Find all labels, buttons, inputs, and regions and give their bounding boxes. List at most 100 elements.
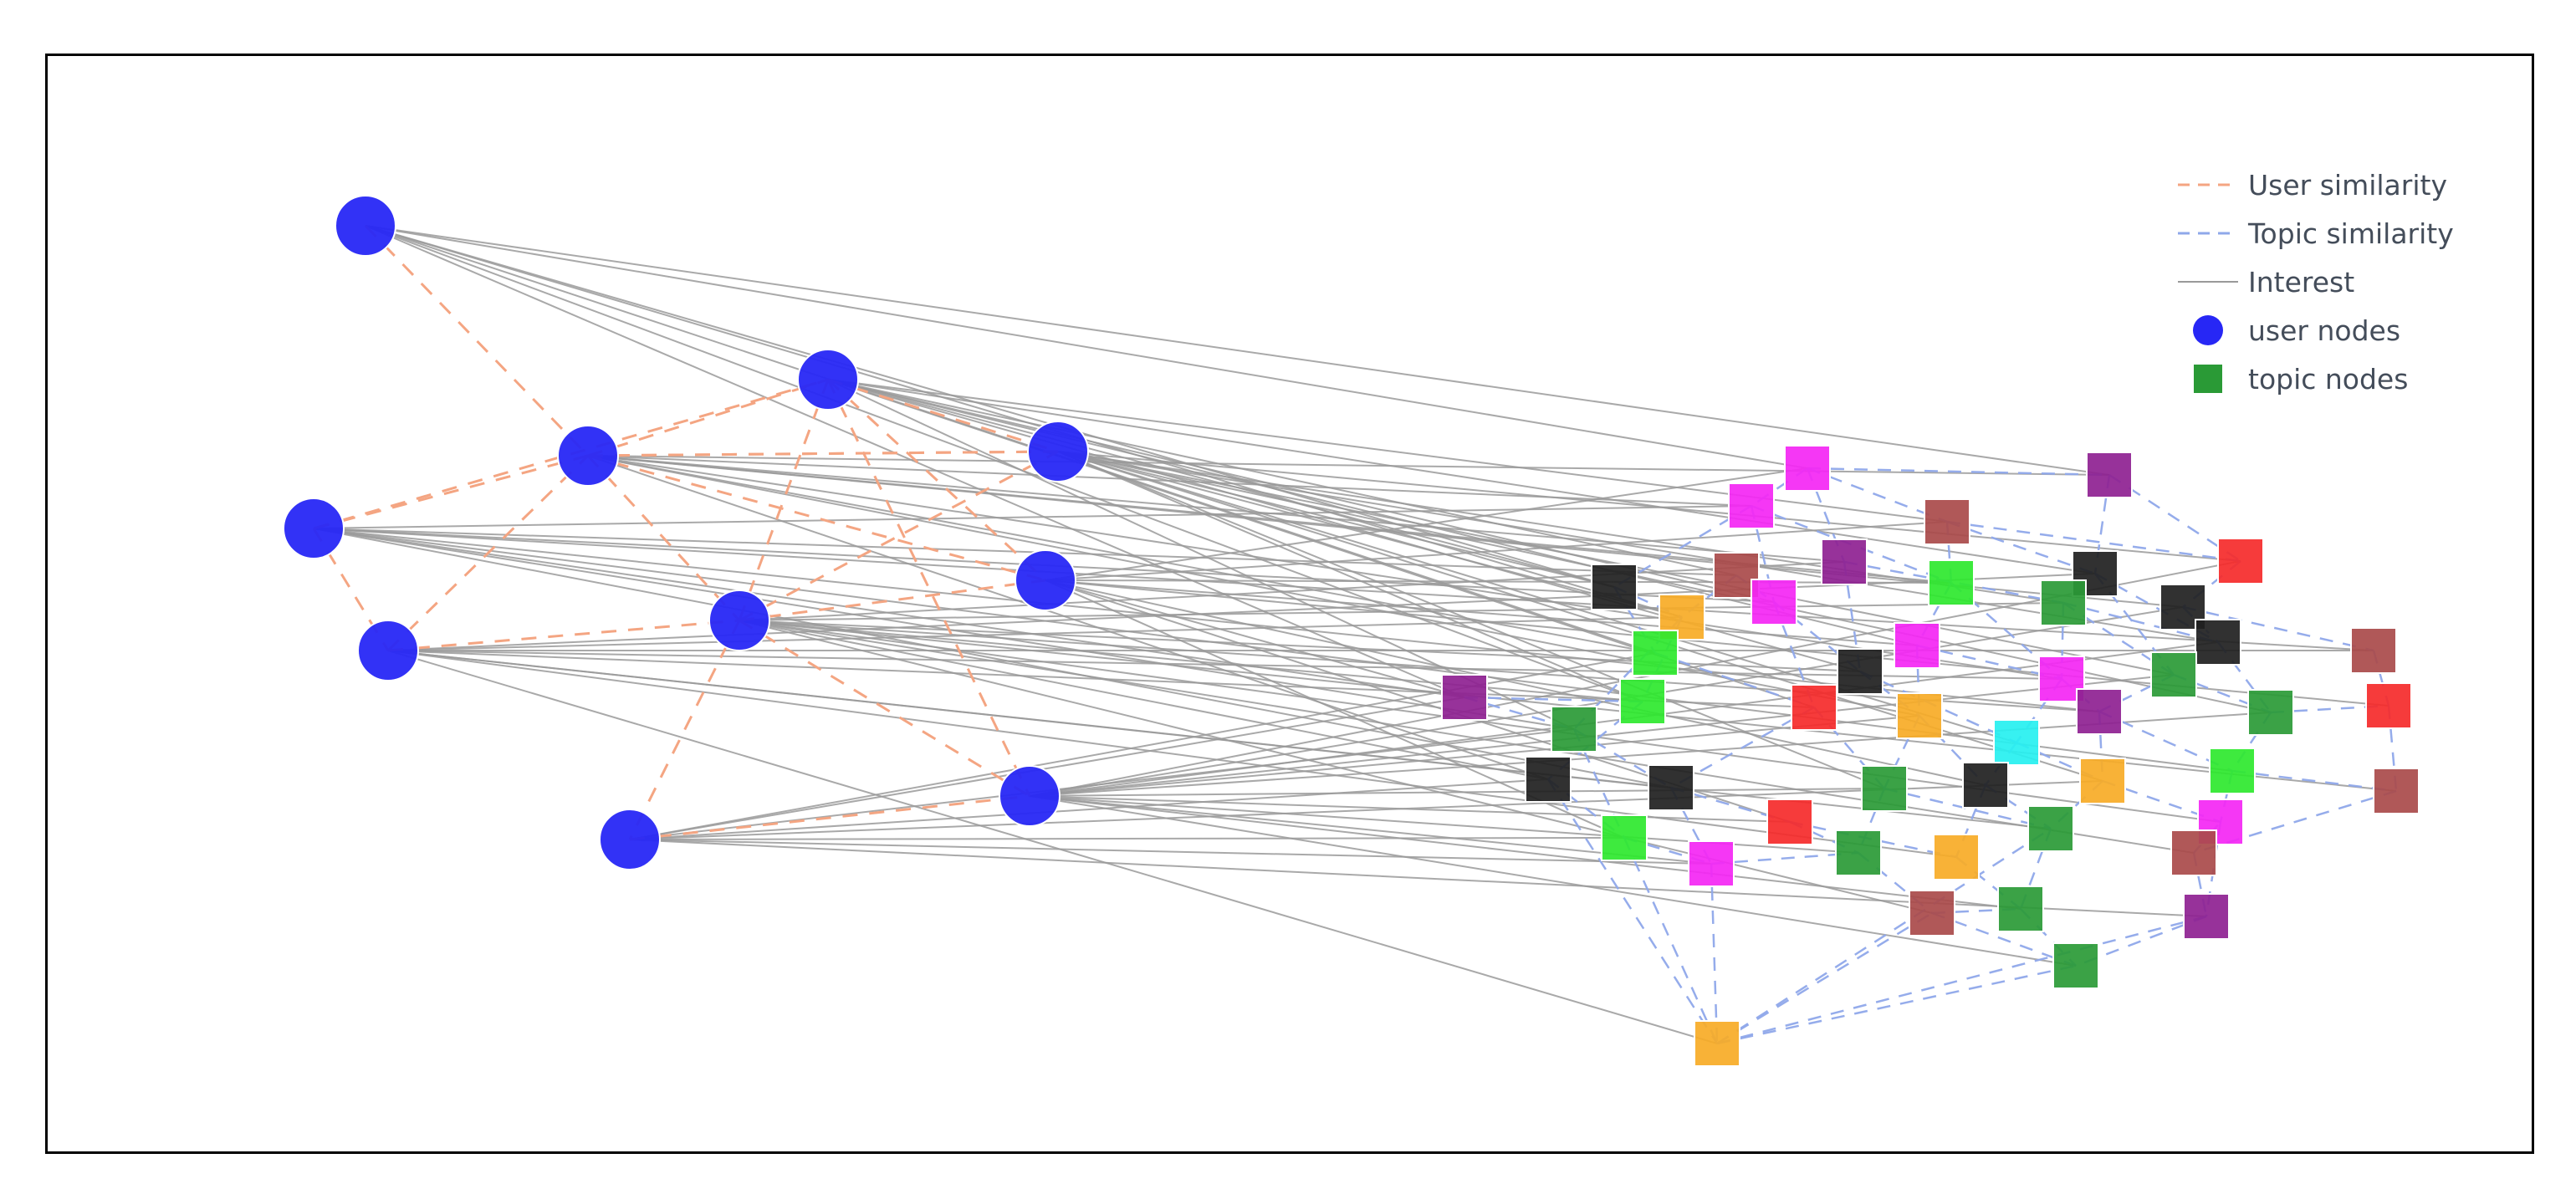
- topic-node[interactable]: [2170, 829, 2217, 876]
- topic-node[interactable]: [2373, 768, 2420, 814]
- topic-node[interactable]: [2247, 689, 2294, 736]
- interest-edge: [1029, 795, 1712, 865]
- topic-similarity-edge: [1813, 707, 1885, 789]
- topic-node[interactable]: [1648, 764, 1694, 811]
- topic-node[interactable]: [2365, 682, 2412, 729]
- user-node[interactable]: [1027, 421, 1089, 482]
- user-node[interactable]: [797, 349, 859, 411]
- interest-edge: [387, 650, 1718, 1044]
- interest-edge: [1057, 451, 2219, 643]
- topic-node[interactable]: [1896, 692, 1943, 739]
- interest-edge: [387, 616, 1683, 651]
- interest-edge: [587, 455, 2062, 680]
- legend[interactable]: User similarity Topic similarity Interes…: [2175, 161, 2543, 403]
- topic-node[interactable]: [2079, 758, 2126, 804]
- user-similarity-edges: [312, 224, 1059, 841]
- interest-edge: [1057, 451, 2175, 676]
- topic-node[interactable]: [2027, 805, 2074, 852]
- interest-edge: [827, 379, 1737, 576]
- topic-node[interactable]: [2150, 651, 2197, 698]
- legend-label: Topic similarity: [2248, 217, 2454, 250]
- topic-node[interactable]: [1632, 630, 1679, 676]
- user-node[interactable]: [1015, 549, 1076, 611]
- interest-edge: [739, 602, 2064, 621]
- topic-node[interactable]: [1861, 765, 1908, 812]
- interest-edge: [1045, 579, 1952, 584]
- legend-label: user nodes: [2248, 314, 2401, 347]
- user-similarity-edge: [628, 620, 741, 840]
- topic-node[interactable]: [1837, 648, 1883, 695]
- topic-node[interactable]: [1821, 538, 1868, 585]
- topic-node[interactable]: [1441, 674, 1488, 721]
- dashed-line-icon: [2175, 161, 2241, 209]
- topic-similarity-edge: [1806, 467, 1846, 563]
- legend-item-interest[interactable]: Interest: [2175, 258, 2543, 306]
- topic-similarity-edge: [1623, 837, 1719, 1044]
- topic-node[interactable]: [1909, 890, 1955, 936]
- topic-node[interactable]: [1784, 445, 1831, 492]
- interest-edge: [739, 620, 1643, 702]
- topic-node[interactable]: [1551, 706, 1597, 753]
- topic-node[interactable]: [1993, 719, 2040, 766]
- user-similarity-edge: [739, 619, 1030, 798]
- user-similarity-edge: [586, 454, 741, 622]
- user-node[interactable]: [283, 498, 345, 559]
- user-node[interactable]: [599, 809, 661, 870]
- topic-node[interactable]: [1591, 564, 1638, 610]
- legend-item-topic-nodes[interactable]: topic nodes: [2175, 355, 2543, 403]
- interest-edge: [827, 379, 2096, 574]
- topic-similarity-edge: [1916, 644, 2062, 681]
- topic-node[interactable]: [1924, 498, 1970, 545]
- topic-node[interactable]: [2350, 627, 2397, 674]
- user-node[interactable]: [335, 195, 396, 257]
- topic-node[interactable]: [1601, 814, 1648, 861]
- topic-node[interactable]: [1791, 684, 1837, 731]
- topic-node[interactable]: [1525, 756, 1572, 803]
- topic-node[interactable]: [1894, 622, 1940, 669]
- topic-similarity-edge: [1843, 561, 1862, 672]
- topic-node[interactable]: [1933, 834, 1980, 880]
- topic-node[interactable]: [1962, 762, 2009, 809]
- topic-similarity-edge: [1654, 651, 1815, 709]
- topic-node[interactable]: [2086, 452, 2133, 498]
- user-similarity-edge: [386, 454, 590, 652]
- topic-node[interactable]: [2038, 656, 2085, 702]
- topic-node[interactable]: [2076, 688, 2123, 735]
- topic-node[interactable]: [2195, 619, 2241, 666]
- interest-edge: [827, 379, 1575, 730]
- user-similarity-edge: [739, 450, 1059, 622]
- interest-edge: [739, 620, 2195, 854]
- interest-edges: [313, 225, 2397, 1044]
- user-node[interactable]: [357, 620, 419, 681]
- topic-node[interactable]: [2209, 748, 2256, 794]
- topic-similarity-edge: [1464, 696, 1643, 703]
- topic-similarity-edge: [1716, 915, 2207, 1045]
- user-node[interactable]: [708, 589, 770, 651]
- legend-item-topic-similarity[interactable]: Topic similarity: [2175, 209, 2543, 258]
- topic-node[interactable]: [1997, 885, 2044, 932]
- topic-node[interactable]: [1928, 559, 1975, 606]
- topic-similarity-edge: [1946, 520, 2096, 575]
- solid-line-icon: [2175, 258, 2241, 306]
- topic-similarity-edge: [1859, 670, 2017, 744]
- topic-node[interactable]: [1835, 829, 1882, 876]
- legend-item-user-similarity[interactable]: User similarity: [2175, 161, 2543, 209]
- topic-similarity-edge: [1773, 601, 1861, 672]
- topic-node[interactable]: [1619, 678, 1666, 725]
- topic-node[interactable]: [1728, 482, 1775, 529]
- topic-node[interactable]: [2183, 893, 2230, 940]
- topic-similarity-edge: [1710, 851, 1859, 865]
- user-node[interactable]: [557, 425, 619, 487]
- user-similarity-edge: [587, 378, 829, 457]
- topic-node[interactable]: [2052, 942, 2099, 989]
- topic-node[interactable]: [1766, 799, 1813, 845]
- topic-node[interactable]: [1688, 840, 1735, 887]
- topic-node[interactable]: [2040, 579, 2087, 626]
- topic-node[interactable]: [1694, 1020, 1740, 1067]
- legend-item-user-nodes[interactable]: user nodes: [2175, 306, 2543, 355]
- user-node[interactable]: [999, 765, 1061, 827]
- interest-edge: [1045, 579, 1918, 646]
- topic-node[interactable]: [1751, 579, 1797, 625]
- topic-node[interactable]: [2217, 538, 2264, 584]
